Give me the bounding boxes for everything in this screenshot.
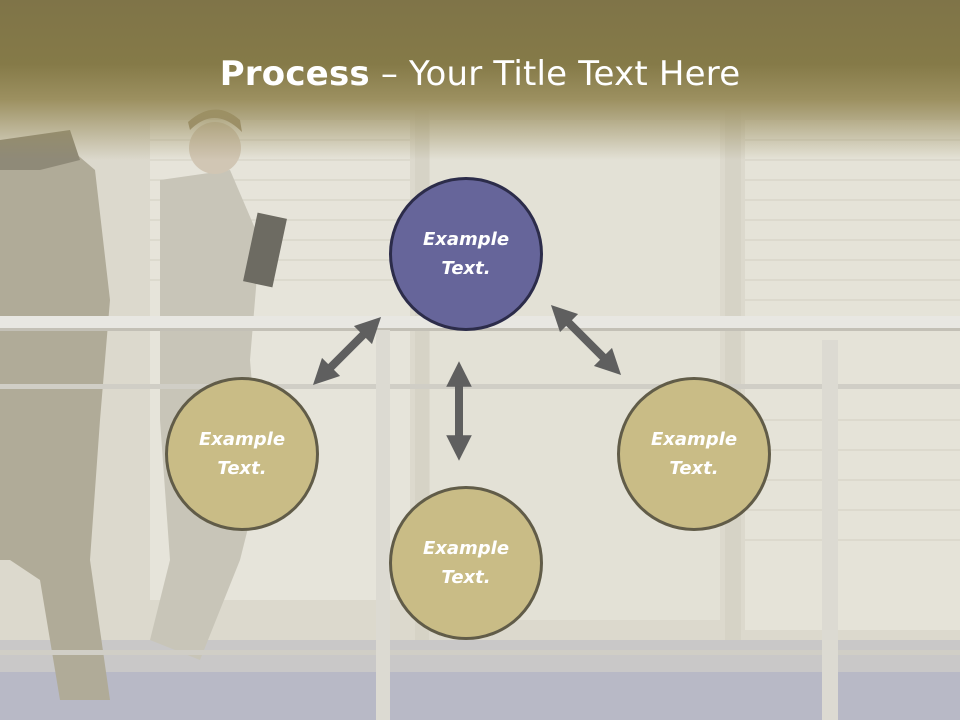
process-step-right[interactable]: Example Text. (617, 377, 771, 531)
title-band (0, 0, 960, 160)
process-step-top[interactable]: Example Text. (389, 177, 543, 331)
process-step-left[interactable]: Example Text. (165, 377, 319, 531)
step-top-text: Example Text. (422, 229, 510, 279)
slide-title[interactable]: Process – Your Title Text Here (0, 54, 960, 94)
step-left-text: Example Text. (198, 429, 286, 479)
step-bottom-text: Example Text. (422, 538, 510, 588)
title-bold: Process (219, 54, 370, 94)
title-rest: – Your Title Text Here (369, 54, 741, 94)
process-step-bottom[interactable]: Example Text. (389, 486, 543, 640)
step-right-text: Example Text. (650, 429, 738, 479)
